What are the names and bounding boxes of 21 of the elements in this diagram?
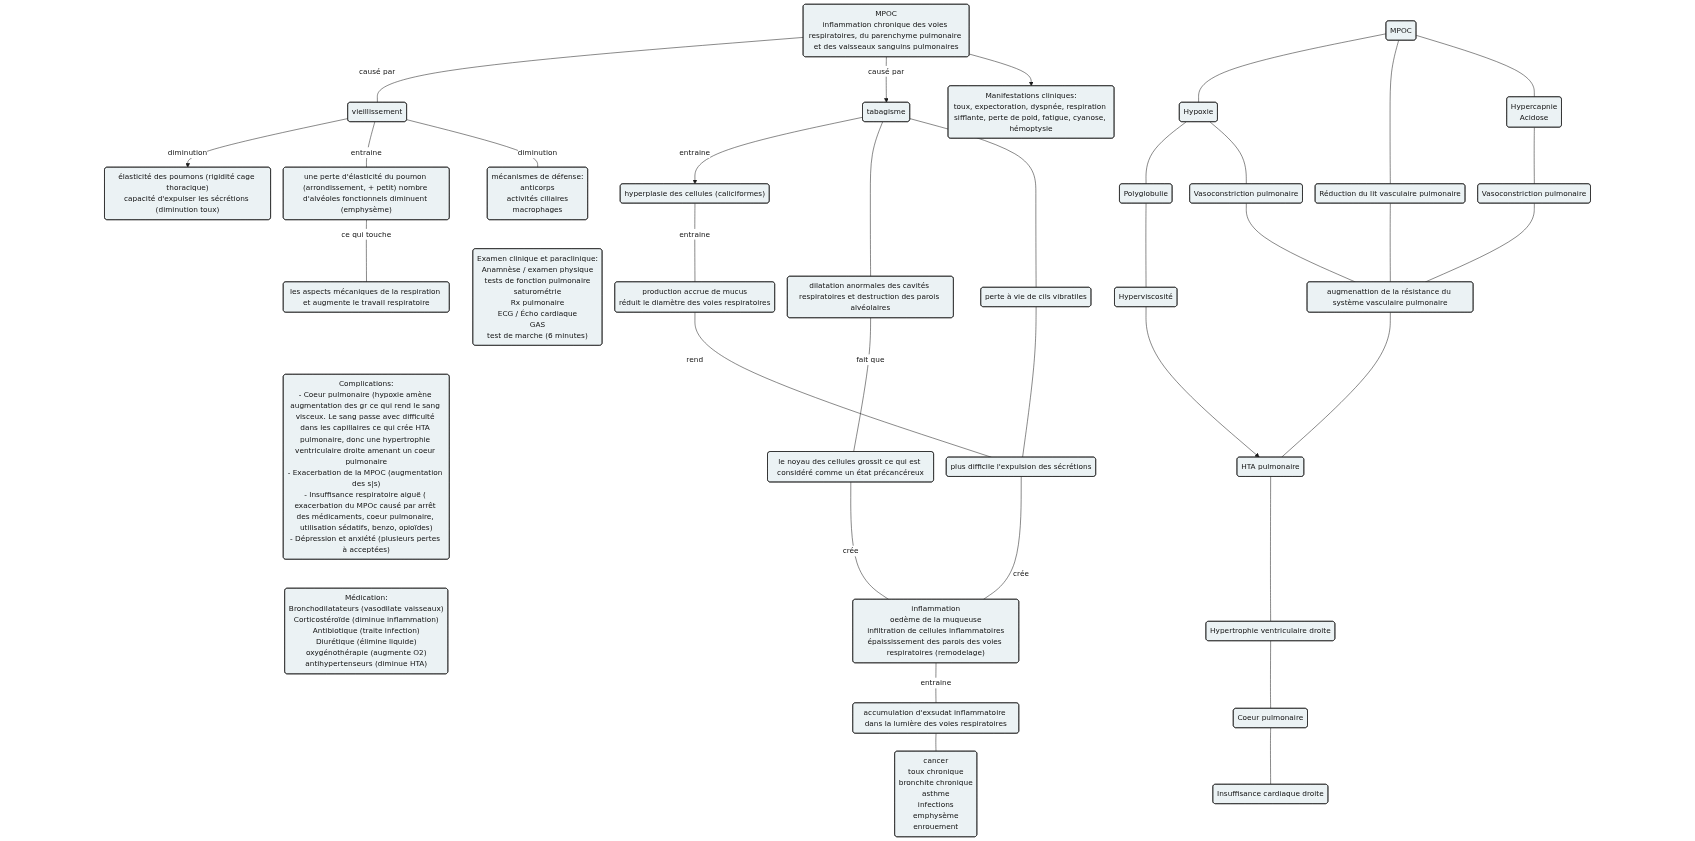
connector xyxy=(850,482,889,600)
connector xyxy=(1533,127,1535,185)
connector xyxy=(935,733,937,752)
connector xyxy=(1022,306,1037,458)
connector xyxy=(909,118,1037,288)
connector xyxy=(983,476,1022,600)
connector xyxy=(870,121,883,277)
connector xyxy=(1389,40,1399,185)
connector xyxy=(1270,727,1271,785)
connector xyxy=(1198,33,1387,103)
connector xyxy=(1281,312,1391,458)
connector xyxy=(1389,203,1391,283)
connector xyxy=(694,203,696,283)
connector xyxy=(1270,640,1271,709)
connector xyxy=(1145,203,1147,288)
connector xyxy=(1145,121,1187,185)
connector xyxy=(853,317,871,453)
connector xyxy=(1416,35,1535,98)
connector xyxy=(406,119,538,168)
connector xyxy=(1209,121,1247,185)
connector xyxy=(1270,476,1271,622)
